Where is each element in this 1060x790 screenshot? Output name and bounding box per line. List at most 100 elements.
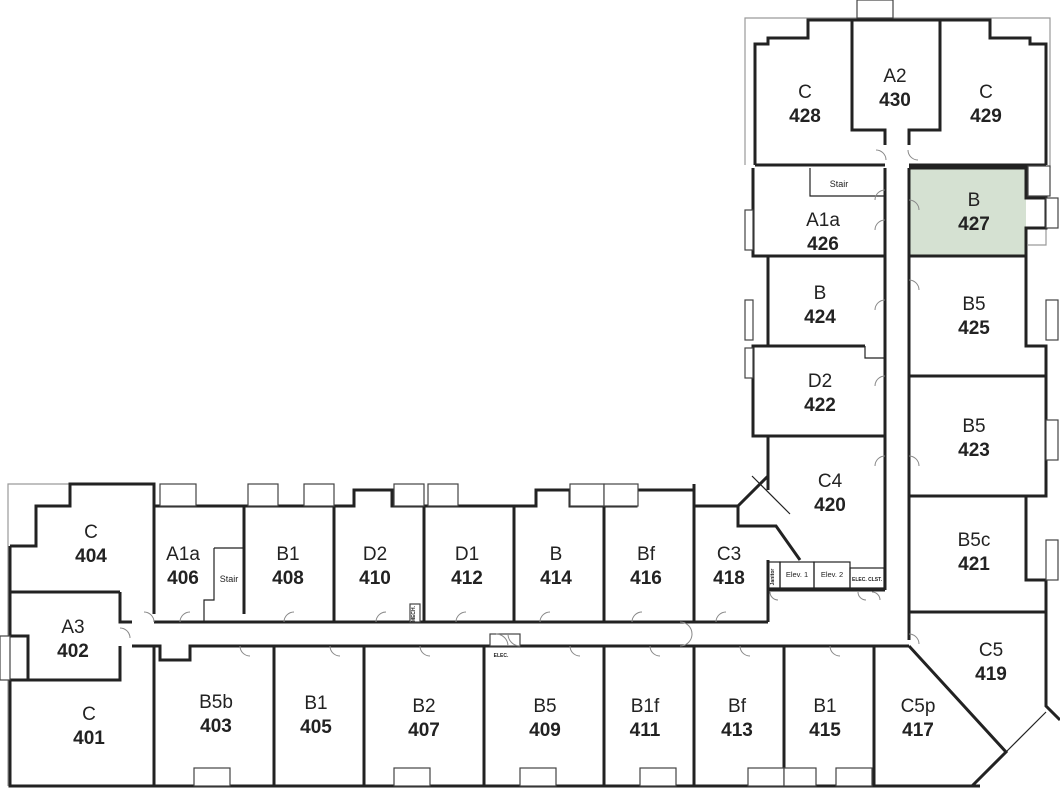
unit-number-label: 408 <box>272 568 304 589</box>
mech-label: MECH. <box>411 605 417 622</box>
unit-type-label: Bf <box>728 696 747 717</box>
unit-428[interactable]: C 428 <box>789 82 821 127</box>
unit-type-label: C <box>979 82 993 103</box>
unit-type-label: B5 <box>962 416 985 437</box>
unit-type-label: B <box>550 544 563 565</box>
unit-type-label: B1 <box>813 696 836 717</box>
unit-number-label: 415 <box>809 720 841 741</box>
unit-427[interactable]: B 427 <box>958 190 990 235</box>
janitor-label: Janitor <box>770 569 776 586</box>
unit-type-label: B1 <box>276 544 299 565</box>
unit-number-label: 403 <box>200 716 232 737</box>
unit-number-label: 409 <box>529 720 561 741</box>
stair-left-label: Stair <box>220 574 239 584</box>
unit-number-label: 420 <box>814 495 846 516</box>
unit-number-label: 419 <box>975 664 1007 685</box>
unit-type-label: C5p <box>901 696 936 717</box>
unit-type-label: C <box>798 82 812 103</box>
elev2-label: Elev. 2 <box>821 570 843 579</box>
unit-type-label: B <box>968 190 981 211</box>
doors <box>119 149 920 657</box>
unit-type-label: B5c <box>958 530 991 551</box>
unit-type-label: D1 <box>455 544 479 565</box>
utility-labels: Stair Stair Elev. 1 Elev. 2 ELEC. CLST. … <box>220 179 883 659</box>
elec-closet-label: ELEC. CLST. <box>852 577 883 583</box>
unit-number-label: 422 <box>804 395 836 416</box>
elec-label: ELEC. <box>494 653 509 659</box>
unit-type-label: Bf <box>637 544 656 565</box>
unit-427-highlight <box>909 168 1026 256</box>
unit-type-label: C3 <box>717 544 741 565</box>
unit-number-label: 406 <box>167 568 199 589</box>
unit-number-label: 410 <box>359 568 391 589</box>
unit-type-label: A1a <box>806 210 840 231</box>
unit-number-label: 418 <box>713 568 745 589</box>
unit-type-label: B5 <box>533 696 556 717</box>
unit-type-label: D2 <box>363 544 387 565</box>
unit-number-label: 405 <box>300 717 332 738</box>
unit-type-label: C <box>82 704 96 725</box>
unit-number-label: 411 <box>630 720 661 741</box>
unit-number-label: 425 <box>958 318 990 339</box>
unit-type-label: C <box>84 522 98 543</box>
unit-number-label: 427 <box>958 214 990 235</box>
stair-top-label: Stair <box>830 179 849 189</box>
unit-number-label: 423 <box>958 440 990 461</box>
unit-429[interactable]: C 429 <box>970 82 1002 127</box>
unit-number-label: 417 <box>902 720 934 741</box>
unit-type-label: D2 <box>808 371 832 392</box>
unit-type-label: A1a <box>166 544 200 565</box>
unit-404[interactable]: C 404 <box>75 522 107 567</box>
unit-type-label: A3 <box>61 617 84 638</box>
unit-414[interactable]: B 414 <box>540 544 572 589</box>
unit-number-label: 424 <box>804 307 836 328</box>
unit-number-label: 414 <box>540 568 572 589</box>
unit-number-label: 429 <box>970 106 1002 127</box>
unit-number-label: 404 <box>75 546 107 567</box>
unit-number-label: 402 <box>57 641 89 662</box>
unit-number-label: 430 <box>879 90 911 111</box>
unit-number-label: 401 <box>73 728 105 749</box>
unit-number-label: 426 <box>807 234 839 255</box>
unit-number-label: 421 <box>958 554 990 575</box>
unit-type-label: B2 <box>412 696 435 717</box>
unit-413[interactable]: Bf 413 <box>721 696 753 741</box>
elev1-label: Elev. 1 <box>786 570 808 579</box>
unit-type-label: C5 <box>979 640 1003 661</box>
unit-type-label: B5b <box>199 692 233 713</box>
unit-type-label: B1 <box>304 693 327 714</box>
unit-type-label: C4 <box>818 471 843 492</box>
unit-401[interactable]: C 401 <box>73 704 105 749</box>
unit-type-label: A2 <box>883 66 906 87</box>
unit-number-label: 413 <box>721 720 753 741</box>
unit-number-label: 412 <box>451 568 483 589</box>
unit-number-label: 428 <box>789 106 821 127</box>
outer-outline <box>7 17 1051 786</box>
